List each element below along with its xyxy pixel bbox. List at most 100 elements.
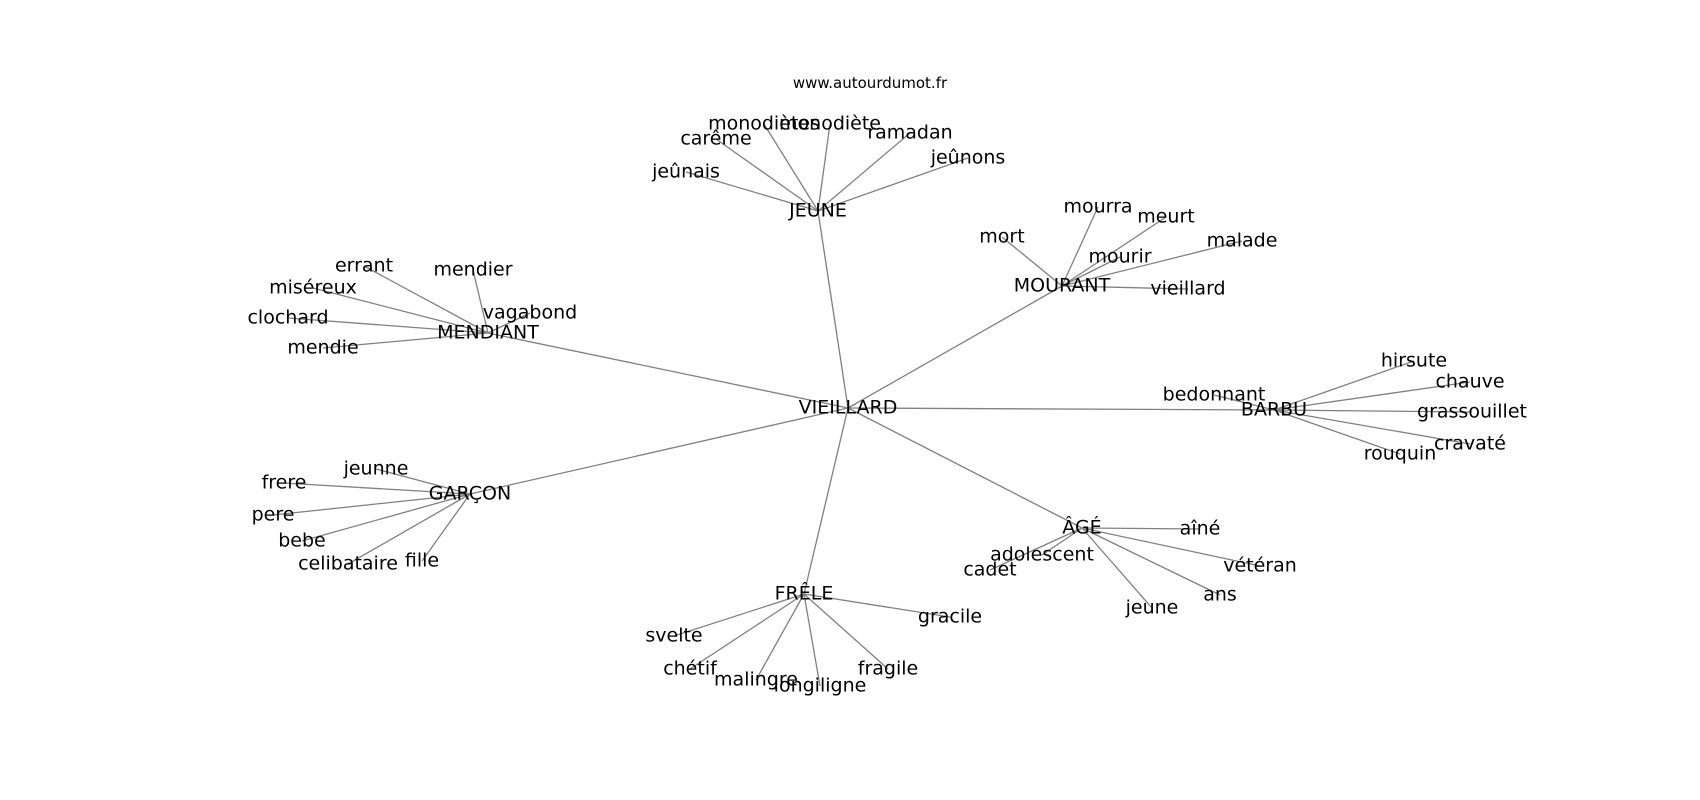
- edge-center-frele: [803, 407, 849, 595]
- edge-center-barbu: [847, 407, 1275, 411]
- node-hub-garcon: GARÇON: [429, 483, 511, 505]
- edge-garcon-frere: [283, 482, 471, 495]
- edge-center-garcon: [469, 407, 849, 495]
- edge-frele-svelte: [673, 593, 805, 637]
- node-word-frere: frere: [262, 472, 307, 494]
- edge-center-jeune: [817, 210, 849, 409]
- edge-center-age: [847, 407, 1083, 529]
- edge-mendiant-mendier: [472, 269, 489, 334]
- node-word-chetif: chétif: [663, 658, 718, 680]
- node-word-errant: errant: [335, 255, 393, 277]
- edge-frele-fragile: [803, 593, 889, 670]
- edge-age-jeune: [1081, 527, 1153, 609]
- node-word-fragile: fragile: [858, 658, 918, 680]
- edge-jeune-careme: [715, 138, 819, 212]
- edge-mourant-malade: [1061, 240, 1243, 287]
- edge-mourant-mourir: [1061, 256, 1121, 287]
- edge-frele-gracile: [803, 593, 951, 618]
- node-word-fille: fille: [405, 550, 439, 572]
- node-hub-barbu: BARBU: [1241, 399, 1307, 421]
- node-word-vieillard: vieillard: [1150, 278, 1225, 300]
- node-word-bebe: bebe: [278, 530, 326, 552]
- edge-jeune-monodietes: [763, 123, 819, 212]
- node-word-veteran: vétéran: [1223, 555, 1297, 577]
- node-word-aine: aîné: [1180, 518, 1221, 540]
- node-word-rouquin: rouquin: [1364, 443, 1436, 465]
- node-word-svelte: svelte: [645, 625, 702, 647]
- edge-mourant-meurt: [1061, 216, 1167, 287]
- node-word-ans: ans: [1203, 584, 1237, 606]
- edge-barbu-rouquin: [1273, 409, 1401, 455]
- node-word-cravate: cravaté: [1434, 433, 1506, 455]
- edge-mendiant-misereux: [312, 287, 489, 334]
- node-word-vagabond: vagabond: [483, 302, 577, 324]
- node-word-mendier: mendier: [433, 259, 512, 281]
- node-hub-mendiant: MENDIANT: [437, 322, 539, 344]
- edge-mendiant-mendie: [322, 332, 489, 349]
- edge-mendiant-errant: [363, 265, 489, 334]
- edge-garcon-celibataire: [347, 493, 471, 565]
- node-word-monodietes: monodiètes: [708, 113, 820, 135]
- edge-frele-longiligne: [803, 593, 821, 687]
- node-word-mort: mort: [979, 226, 1024, 248]
- node-word-jeune: jeune: [1125, 597, 1179, 619]
- node-word-jeunais: jeûnais: [651, 161, 720, 183]
- node-hub-frele: FRÊLE: [775, 582, 834, 605]
- edge-barbu-grassouillet: [1273, 409, 1473, 413]
- site-watermark: www.autourdumot.fr: [793, 74, 948, 92]
- node-center-vieillard: VIEILLARD: [799, 397, 898, 419]
- node-word-meurt: meurt: [1137, 206, 1195, 228]
- node-word-bedonnant: bedonnant: [1163, 384, 1266, 406]
- edge-mourant-mort: [1001, 236, 1063, 287]
- edge-mourant-vieillard: [1061, 285, 1189, 290]
- edge-barbu-hirsute: [1273, 360, 1415, 411]
- edge-garcon-jeunne: [375, 468, 471, 495]
- node-word-malingre: malingre: [714, 669, 798, 691]
- node-word-clochard: clochard: [247, 307, 328, 329]
- edge-jeune-jeunais: [685, 171, 819, 212]
- node-word-ramadan: ramadan: [867, 122, 952, 144]
- node-word-monodiete: monodiète: [779, 113, 881, 135]
- edge-jeune-jeunons: [817, 157, 969, 212]
- node-word-mendie: mendie: [287, 337, 358, 359]
- node-word-chauve: chauve: [1435, 371, 1504, 393]
- edge-age-veteran: [1081, 527, 1261, 567]
- node-word-careme: carême: [680, 128, 751, 150]
- edge-mendiant-vagabond: [487, 312, 531, 334]
- node-word-celibataire: celibataire: [298, 553, 398, 575]
- node-hub-jeune: JEUNE: [788, 200, 847, 222]
- graph-labels: VIEILLARDJEUNEcarêmemonodiètesmonodièter…: [247, 113, 1527, 697]
- node-word-mourir: mourir: [1088, 246, 1151, 268]
- node-word-longiligne: longiligne: [774, 675, 867, 697]
- edge-age-adolescent: [1041, 527, 1083, 556]
- edge-frele-chetif: [689, 593, 805, 670]
- edge-barbu-chauve: [1273, 381, 1471, 411]
- edge-age-aine: [1081, 527, 1201, 530]
- edge-barbu-bedonnant: [1213, 394, 1275, 411]
- node-hub-mourant: MOURANT: [1014, 275, 1111, 297]
- edge-mourant-mourra: [1061, 206, 1099, 287]
- node-word-cadet: cadet: [963, 559, 1016, 581]
- node-word-jeunons: jeûnons: [930, 147, 1006, 169]
- edge-age-cadet: [989, 527, 1083, 571]
- node-hub-age: ÂGÉ: [1062, 516, 1101, 539]
- node-word-malade: malade: [1207, 230, 1278, 252]
- edge-garcon-pere: [272, 493, 471, 516]
- node-word-hirsute: hirsute: [1381, 350, 1447, 372]
- node-word-pere: pere: [252, 504, 295, 526]
- edge-center-mourant: [847, 285, 1063, 409]
- graph-edges: [272, 123, 1473, 687]
- node-word-gracile: gracile: [918, 606, 982, 628]
- node-word-misereux: miséreux: [269, 277, 357, 299]
- edge-center-mendiant: [487, 332, 849, 409]
- node-word-jeunne: jeunne: [343, 458, 409, 480]
- edge-jeune-monodiete: [817, 123, 831, 212]
- edge-barbu-cravate: [1273, 409, 1471, 445]
- edge-mendiant-clochard: [287, 317, 489, 334]
- node-word-adolescent: adolescent: [990, 544, 1094, 566]
- edge-frele-malingre: [755, 593, 805, 681]
- node-word-mourra: mourra: [1063, 196, 1132, 218]
- edge-jeune-ramadan: [817, 132, 911, 212]
- edge-age-ans: [1081, 527, 1221, 596]
